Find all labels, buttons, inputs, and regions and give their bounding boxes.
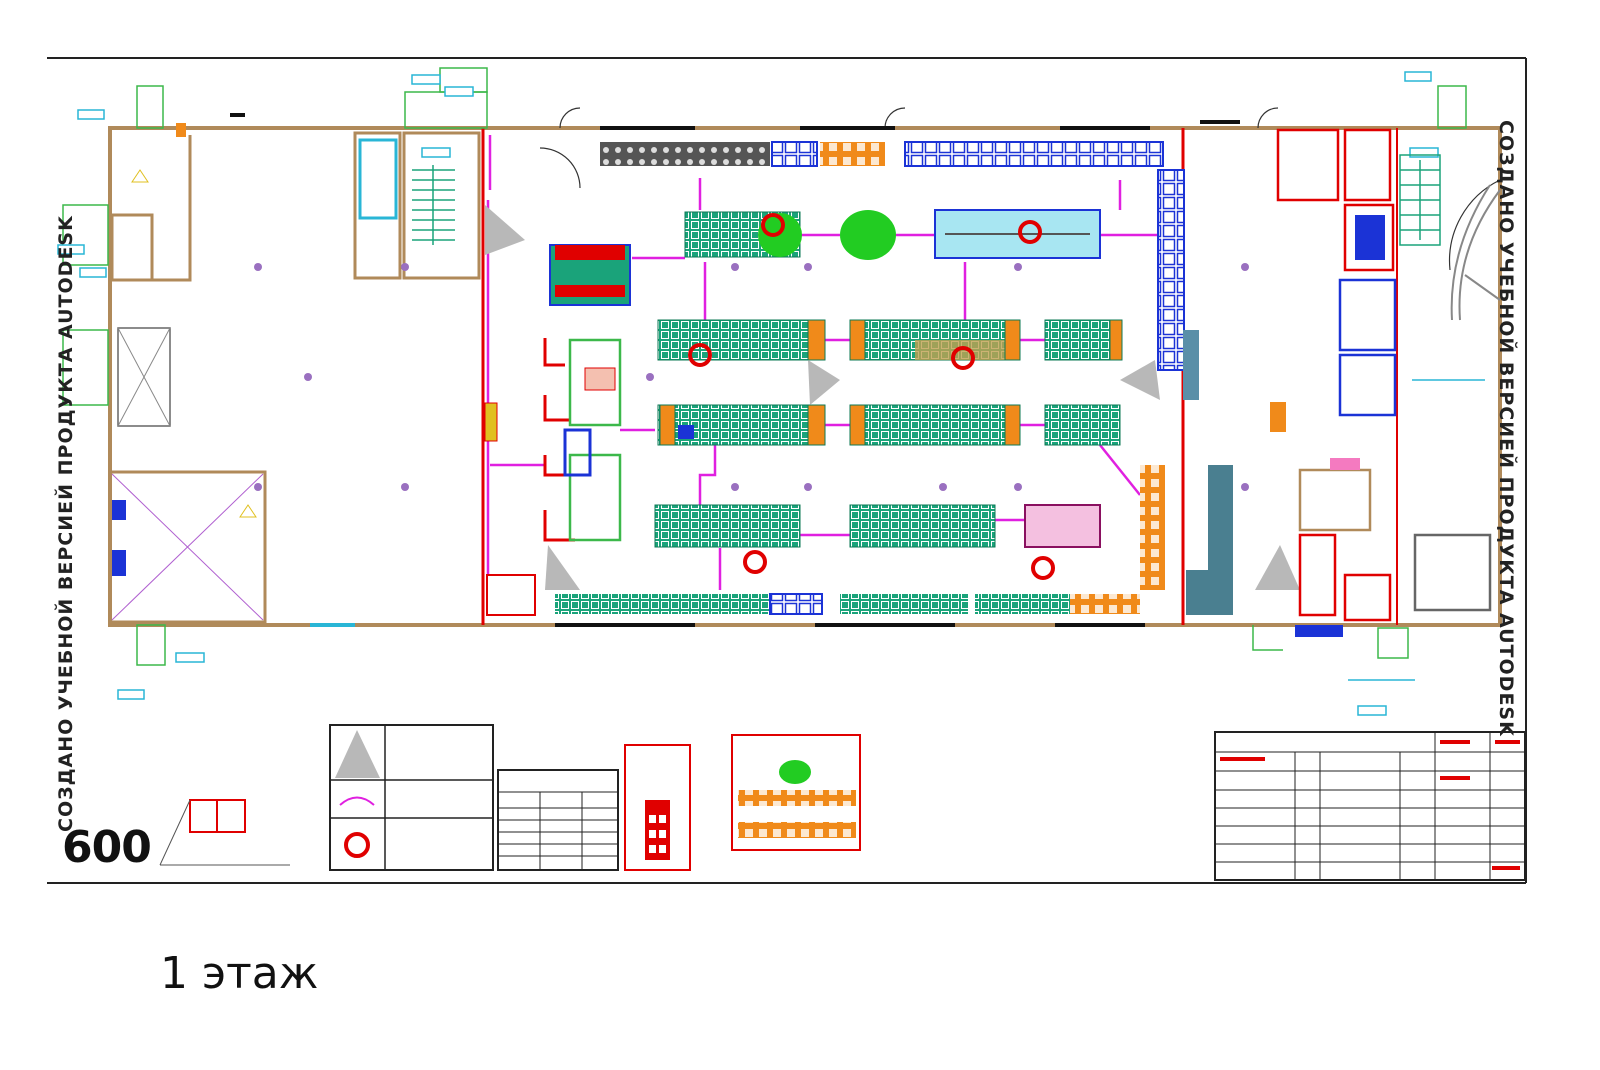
exterior-door-outlines	[62, 67, 1467, 666]
window-segments	[230, 113, 1240, 627]
left-wing-rooms	[108, 131, 481, 624]
floor-label: 1 этаж	[160, 948, 319, 999]
cyan-tags	[57, 71, 1439, 716]
watermark-left: СОЗДАНО УЧЕБНОЙ ВЕРСИЕЙ ПРОДУКТА AUTODES…	[55, 215, 77, 832]
left-wing-details	[111, 123, 455, 621]
ramp-curve	[1450, 184, 1501, 321]
column-markers	[254, 263, 1249, 491]
legend-checkout	[731, 734, 861, 851]
scale-label: 600	[62, 822, 152, 873]
building-walls	[108, 126, 1502, 627]
island-shelving	[654, 209, 1123, 548]
watermark-right: СОЗДАНО УЧЕБНОЙ ВЕРСИЕЙ ПРОДУКТА AUTODES…	[1495, 120, 1517, 737]
camera-markers	[688, 213, 1055, 580]
legend-shelf-size	[159, 799, 290, 866]
steel-racks	[1186, 402, 1360, 615]
legend-cameras	[329, 724, 494, 871]
right-stairs	[1399, 154, 1441, 246]
left-service-counters	[484, 244, 631, 616]
legend-fire	[624, 744, 691, 871]
legend-table	[497, 769, 619, 871]
perimeter-shelving	[555, 141, 1199, 615]
circulation-paths	[486, 135, 1160, 600]
back-of-house-rooms	[1276, 128, 1492, 637]
camera-cones	[485, 205, 1300, 590]
right-annotations	[1348, 379, 1485, 681]
title-block	[1214, 731, 1526, 881]
